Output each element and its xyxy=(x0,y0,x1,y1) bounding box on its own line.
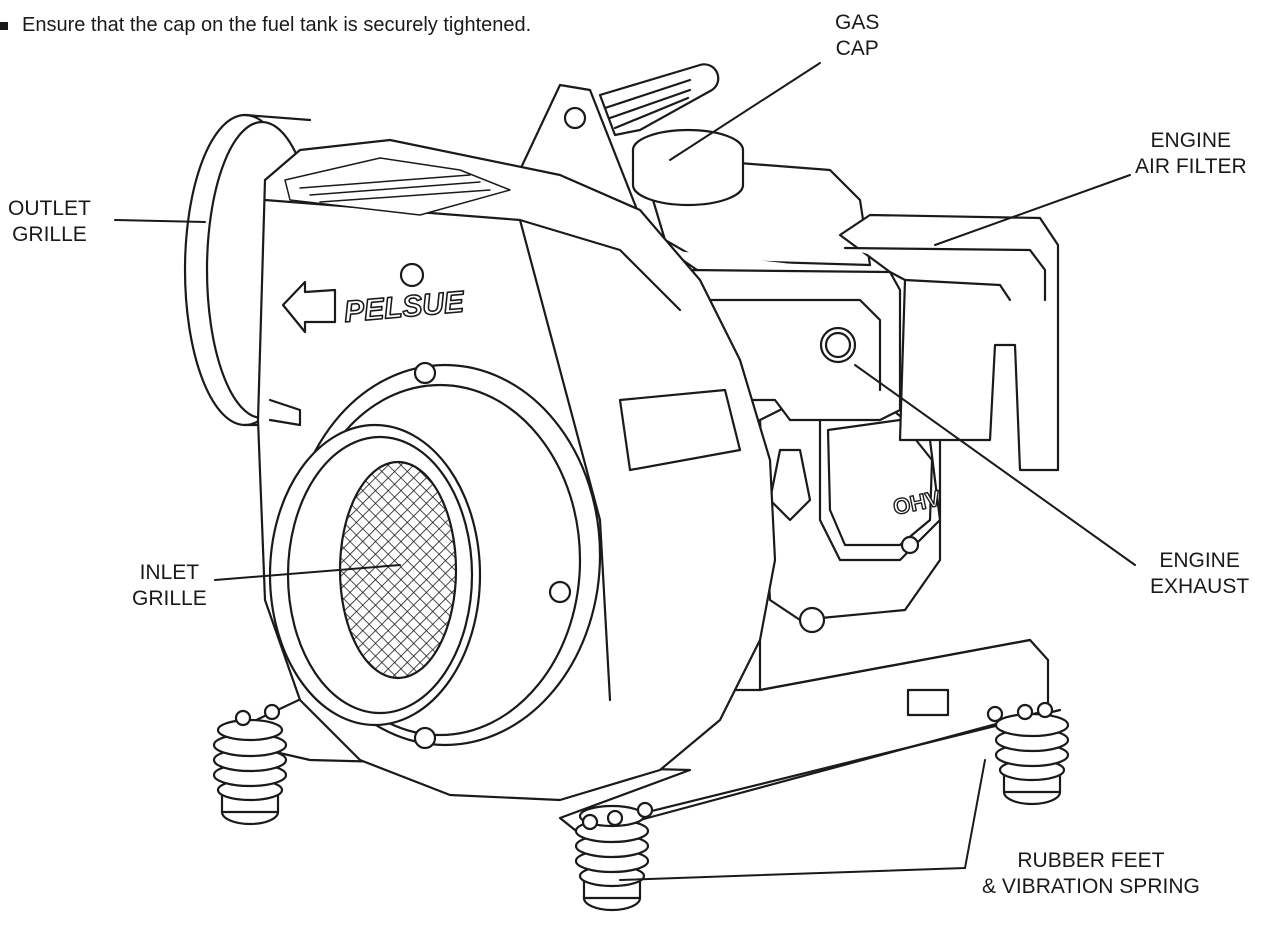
step-bullet xyxy=(0,21,8,30)
logo-emblem xyxy=(399,262,425,288)
lift-handle xyxy=(518,63,720,232)
air-filter-housing xyxy=(838,213,1060,472)
nameplate xyxy=(284,157,511,216)
instruction-text: Ensure that the cap on the fuel tank is … xyxy=(22,14,532,36)
callout-rubber-feet: RUBBER FEET& VIBRATION SPRING xyxy=(982,849,1200,898)
engine-block xyxy=(758,398,942,634)
rubber-foot-front-right xyxy=(574,801,654,912)
inlet-assembly xyxy=(268,361,602,750)
leader-lines xyxy=(114,62,1136,881)
airflow-arrow xyxy=(281,280,337,334)
rubber-foot-front-left xyxy=(212,703,288,826)
fuel-tank xyxy=(631,128,892,277)
instruction-step: Ensure that the cap on the fuel tank is … xyxy=(0,14,531,37)
rubber-foot-rear-right xyxy=(986,701,1070,806)
